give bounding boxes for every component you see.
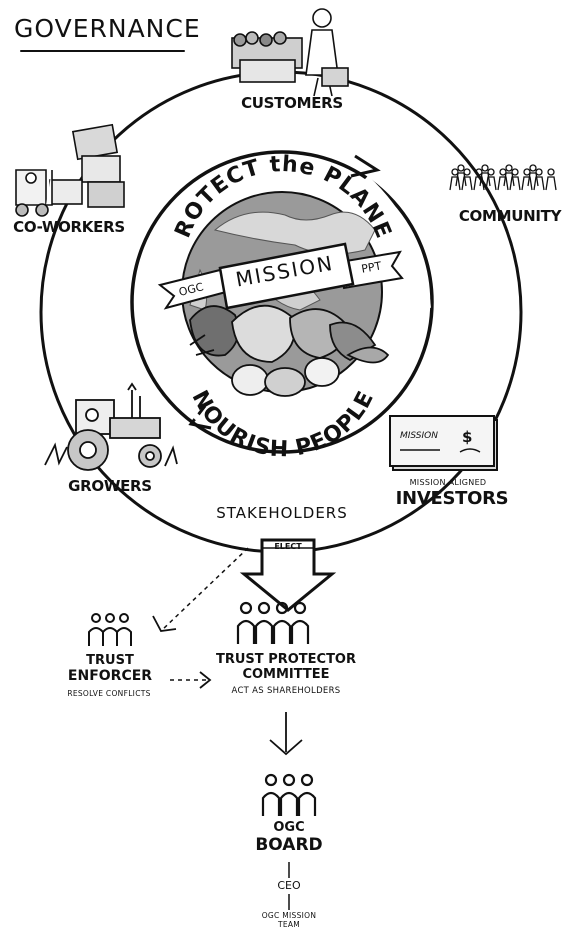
elect-arrow bbox=[239, 538, 337, 612]
vegetables-illustration bbox=[189, 304, 390, 397]
check-text: MISSION bbox=[400, 431, 438, 441]
label-customers: CUSTOMERS bbox=[241, 94, 343, 112]
arc-nourish-people: NOURISH PEOPLE bbox=[187, 387, 379, 463]
board-people-icon bbox=[261, 773, 317, 816]
label-community: COMMUNITY bbox=[458, 207, 562, 225]
committee-sub: ACT AS SHAREHOLDERS bbox=[231, 686, 341, 696]
committee-people-icon bbox=[236, 601, 310, 644]
label-investors-prefix: MISSION ALIGNED bbox=[409, 478, 487, 487]
committee-title-2: COMMITTEE bbox=[242, 667, 330, 682]
mission-team-line-2: TEAM bbox=[277, 920, 301, 929]
trust-enforcer-people-icon bbox=[88, 613, 132, 646]
mission-team-line-1: OGC MISSION bbox=[261, 911, 317, 920]
customers-illustration bbox=[231, 8, 349, 97]
cycle-arrow-bottom bbox=[188, 405, 212, 430]
arrow-committee-board bbox=[269, 712, 303, 756]
board-title-1: OGC bbox=[273, 820, 305, 835]
banner-ppt: PPT bbox=[360, 259, 382, 275]
investors-check bbox=[389, 415, 498, 471]
label-growers: GROWERS bbox=[68, 477, 152, 495]
community-illustration bbox=[449, 164, 557, 191]
svg-text:NOURISH PEOPLE: NOURISH PEOPLE bbox=[187, 387, 380, 463]
label-co-workers: CO-WORKERS bbox=[13, 218, 125, 236]
trust-enforcer-sub: RESOLVE CONFLICTS bbox=[67, 689, 151, 698]
board-title-2: BOARD bbox=[255, 835, 323, 855]
label-investors: INVESTORS bbox=[395, 488, 509, 509]
label-stakeholders: STAKEHOLDERS bbox=[216, 504, 348, 522]
committee-title-1: TRUST PROTECTOR bbox=[216, 652, 356, 667]
cycle-arrow-top bbox=[350, 154, 381, 178]
coworkers-illustration bbox=[15, 123, 125, 217]
title-underline bbox=[20, 50, 185, 52]
check-amount: $ bbox=[462, 428, 472, 446]
growers-illustration bbox=[44, 382, 178, 471]
dashed-arrow-to-enforcer bbox=[161, 547, 249, 631]
label-elect: ELECT bbox=[274, 542, 302, 551]
mission-banner: MISSION OGC PPT bbox=[157, 242, 404, 310]
page-title: GOVERNANCE bbox=[14, 14, 201, 43]
mission-circle bbox=[130, 150, 434, 454]
trust-enforcer-title-2: ENFORCER bbox=[67, 668, 153, 684]
trust-enforcer-title-1: TRUST bbox=[86, 653, 134, 668]
svg-text:PROTECT the PLANET: PROTECT the PLANET bbox=[0, 0, 396, 243]
arc-protect-planet: PROTECT the PLANET bbox=[0, 0, 395, 243]
ceo-label: CEO bbox=[277, 879, 301, 892]
banner-ogc: OGC bbox=[178, 280, 206, 299]
